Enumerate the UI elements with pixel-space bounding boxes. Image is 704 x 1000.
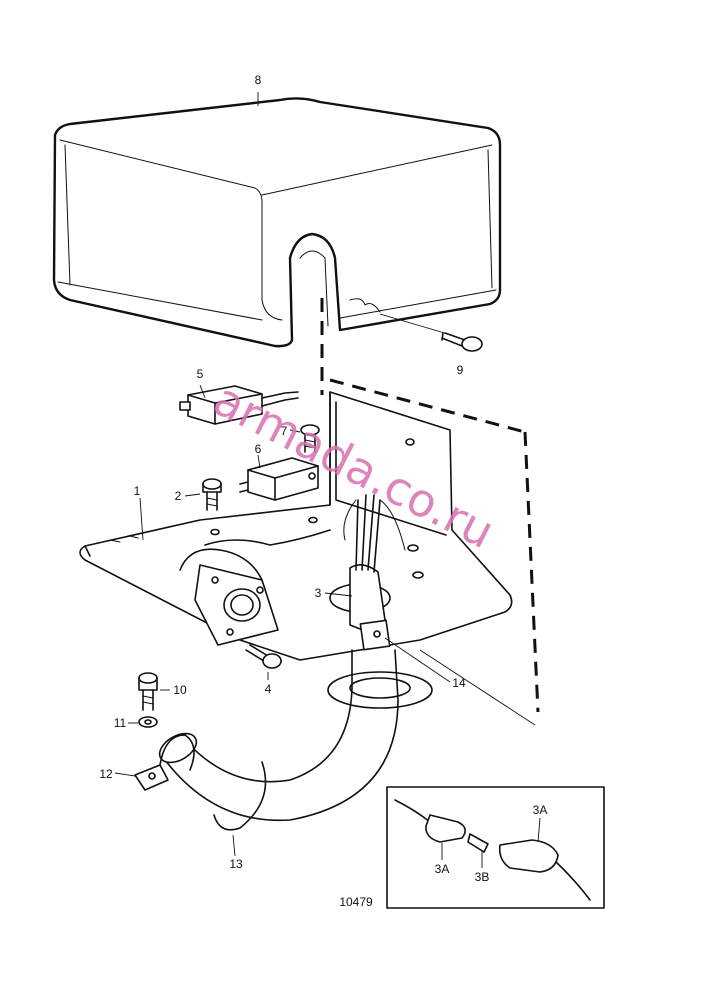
flange-socket — [179, 548, 279, 646]
screw-part-4 — [245, 644, 282, 669]
hose-conduit — [158, 649, 399, 822]
bolt-part-10 — [138, 672, 158, 711]
callout-14: 14 — [452, 676, 466, 690]
assembly-line-top — [329, 378, 526, 434]
callout-10: 10 — [173, 683, 187, 697]
detail-inset-frame — [386, 786, 605, 909]
relay-part-5 — [179, 385, 299, 425]
detail-wire-left — [394, 799, 431, 823]
wire-harness-part-3 — [204, 494, 406, 633]
leader-lines — [114, 92, 541, 868]
drawing-number: 10479 — [339, 895, 373, 909]
callout-1: 1 — [134, 484, 141, 498]
screw-part-2 — [202, 478, 222, 511]
inset-label-left-connector: 3A — [435, 862, 450, 876]
callout-7: 7 — [281, 424, 288, 438]
callout-12: 12 — [99, 767, 113, 781]
assembly-line-right — [523, 431, 540, 713]
detail-inset — [386, 786, 605, 909]
detail-wire-right — [555, 861, 591, 901]
callout-9: 9 — [457, 363, 464, 377]
callout-8: 8 — [255, 73, 262, 87]
screw-part-7 — [300, 424, 320, 453]
callout-13: 13 — [229, 857, 243, 871]
screw-part-9 — [379, 313, 483, 352]
detail-pin — [467, 833, 489, 853]
hose-clamp-part-13 — [213, 761, 267, 831]
inset-label-pin: 3B — [475, 870, 490, 884]
cover-part-8 — [52, 97, 502, 348]
washer-part-11 — [138, 716, 158, 728]
inset-label-right-connector: 3A — [533, 803, 548, 817]
callout-2: 2 — [175, 489, 182, 503]
callout-3: 3 — [315, 586, 322, 600]
callout-4: 4 — [265, 682, 272, 696]
callout-6: 6 — [255, 442, 262, 456]
callout-11: 11 — [114, 716, 127, 730]
detail-connector-right — [498, 839, 559, 873]
callout-5: 5 — [197, 367, 204, 381]
assembly-line-lower — [419, 649, 536, 726]
clip-part-12 — [134, 734, 195, 791]
grommet-part-14 — [327, 619, 433, 709]
relay-part-6 — [239, 457, 319, 501]
detail-connector-left — [425, 814, 466, 843]
